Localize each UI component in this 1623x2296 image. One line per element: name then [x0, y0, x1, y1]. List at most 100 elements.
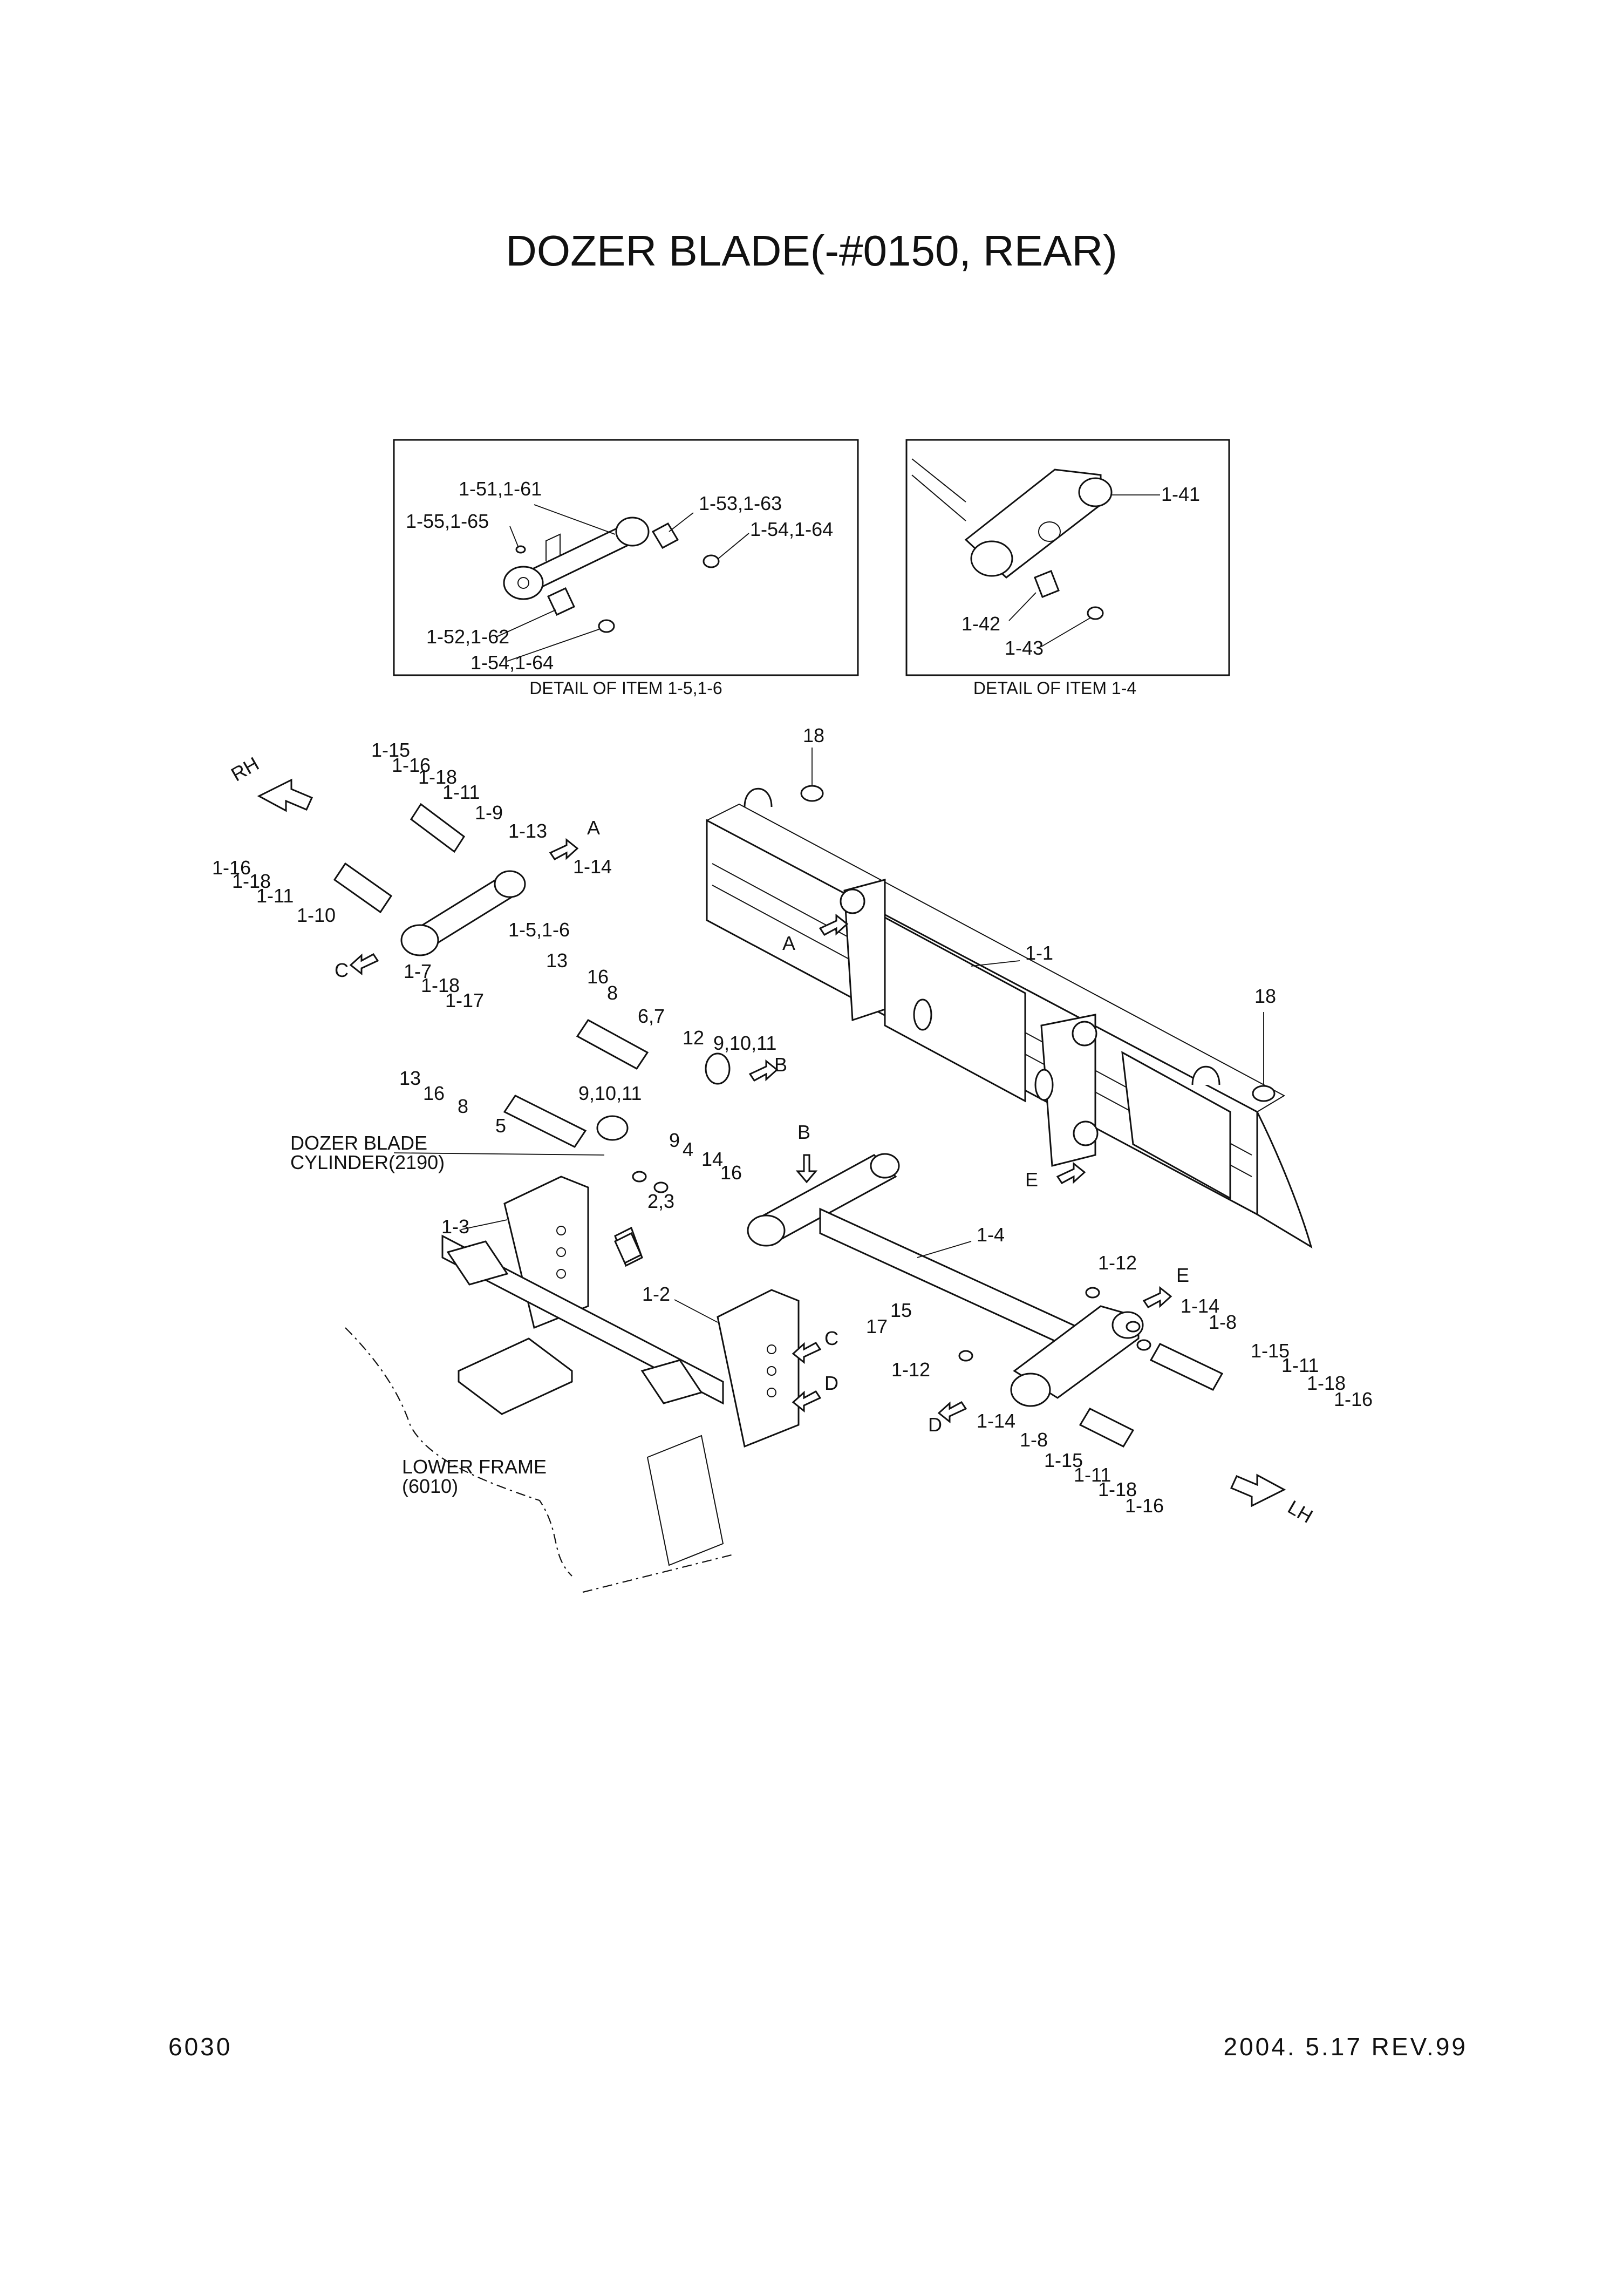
link-eye: [494, 870, 526, 898]
part-label: 1-15: [371, 739, 410, 761]
direction-label-rh: RH: [227, 752, 263, 786]
revision-date: 2004. 5.17 REV.99: [1223, 2033, 1468, 2061]
pin-6-7: [576, 1019, 649, 1070]
view-arrow-icon: [792, 1342, 822, 1364]
part-label: 1-12: [891, 1358, 930, 1381]
view-arrow-icon: [349, 953, 379, 976]
blade-assembly-1-1: 18 18 1-1: [706, 724, 1313, 1249]
detail-beam-edge: [911, 458, 966, 521]
direction-label-lh: LH: [1284, 1496, 1317, 1527]
lift-eye-cap-left: [800, 785, 824, 802]
part-label: 1-4: [977, 1224, 1005, 1246]
part-label: 1-10: [297, 904, 336, 926]
cylinder-body-end: [596, 1115, 629, 1141]
view-letter-b: B: [774, 1054, 787, 1076]
stopper-plate: [614, 1232, 642, 1265]
leader: [1041, 617, 1092, 647]
pins-1-8: [958, 1287, 1224, 1448]
part-label: 1-16: [1334, 1388, 1373, 1410]
blade-top-edge: [706, 803, 1286, 1112]
lower-frame-outline: [582, 1553, 734, 1593]
view-arrow-icon: [1142, 1286, 1172, 1308]
leader: [669, 512, 694, 532]
pin-1-10: [333, 862, 393, 914]
part-label: 1-14: [1181, 1295, 1219, 1317]
leader: [509, 526, 519, 547]
part-label: 1-14: [977, 1410, 1015, 1432]
blade-lug: [1034, 1069, 1054, 1101]
bracket-hole: [556, 1226, 566, 1235]
bracket-1-2: [717, 1289, 800, 1448]
pin-1-8-upper: [1149, 1343, 1224, 1391]
arrow-rh-icon: [257, 778, 313, 812]
part-label: 1-16: [212, 857, 251, 879]
view-arrow-icon: [748, 1059, 779, 1082]
part-label: 1-1: [1025, 942, 1053, 964]
bracket-hole: [767, 1366, 776, 1376]
frame-rail: [441, 1234, 724, 1405]
detail-frame-left: [393, 439, 859, 676]
part-label: 9: [669, 1129, 680, 1151]
part-label: 1-18: [232, 870, 271, 892]
part-label: 12: [683, 1027, 704, 1049]
detail-seal-lower: [598, 619, 615, 633]
washer: [632, 1171, 647, 1183]
part-label: 1-2: [642, 1283, 670, 1305]
detail-yoke-eye-right: [1078, 477, 1113, 507]
lower-frame-post: [646, 1435, 724, 1566]
seal: [1085, 1287, 1100, 1299]
view-arrow-icon: [819, 913, 849, 936]
gusset: [446, 1240, 509, 1286]
view-letter-d: D: [824, 1372, 838, 1394]
part-label: 9,10,11: [578, 1082, 642, 1104]
page-title: DOZER BLADE(-#0150, REAR): [506, 227, 1117, 275]
detail-box-right: 1-41 1-42 1-43 DETAIL OF ITEM 1-4: [905, 439, 1230, 698]
part-label: 1-11: [1074, 1464, 1111, 1486]
view-letter-e: E: [1176, 1264, 1189, 1286]
frame-brackets: 1-3 1-2: [345, 1176, 800, 1593]
detail-seal-upper: [703, 554, 720, 568]
part-label: 6,7: [638, 1005, 665, 1027]
detail-frame-right: [905, 439, 1230, 676]
part-label: 18: [1254, 985, 1276, 1007]
gusset: [640, 1359, 703, 1404]
lower-frame-callout-line2: (6010): [402, 1475, 458, 1497]
page-number: 6030: [168, 2033, 232, 2061]
part-label: 9,10,11: [713, 1032, 776, 1054]
part-label: 13: [399, 1067, 421, 1089]
part-label: 4: [683, 1138, 693, 1160]
part-label: 1-55,1-65: [406, 510, 489, 532]
leader: [674, 1299, 718, 1323]
blade-side-plate: [1121, 1051, 1231, 1200]
pin-5: [503, 1095, 587, 1148]
cylinder-callout-line1: DOZER BLADE: [290, 1132, 427, 1154]
pin-1-9: [410, 803, 466, 853]
part-label: 1-41: [1161, 483, 1200, 505]
part-label: 8: [458, 1095, 468, 1117]
part-label: 1-11: [442, 781, 480, 803]
seal: [1136, 1339, 1151, 1351]
link-eye: [400, 924, 439, 956]
blade-lug: [913, 998, 932, 1031]
lift-eye-left: [744, 787, 773, 807]
view-arrow-icon: [792, 1390, 822, 1413]
part-label: 1-18: [421, 974, 460, 996]
view-letter-c: C: [824, 1327, 838, 1349]
pin-1-8-lower: [1079, 1408, 1135, 1448]
bracket-hole: [556, 1247, 566, 1257]
blade-pin-boss: [1072, 1021, 1097, 1047]
push-frame-eye: [870, 1153, 900, 1179]
leader: [717, 533, 749, 560]
link-1-5: 1-5,1-6: [333, 803, 570, 956]
detail-caption-left: DETAIL OF ITEM 1-5,1-6: [529, 678, 722, 698]
part-label: 14: [701, 1148, 723, 1170]
detail-yoke-hole: [1038, 521, 1061, 542]
part-label: 1-42: [961, 613, 1000, 635]
lift-eye-cap-right: [1252, 1085, 1276, 1102]
lower-frame-callout-line1: LOWER FRAME: [402, 1456, 547, 1478]
part-label: 13: [546, 949, 568, 972]
push-frame-1-4: 1-4: [747, 1153, 1144, 1407]
part-label: 1-17: [445, 989, 484, 1011]
part-label: 1-8: [1209, 1311, 1237, 1333]
cylinder-callout-line2: CYLINDER(2190): [290, 1151, 445, 1173]
